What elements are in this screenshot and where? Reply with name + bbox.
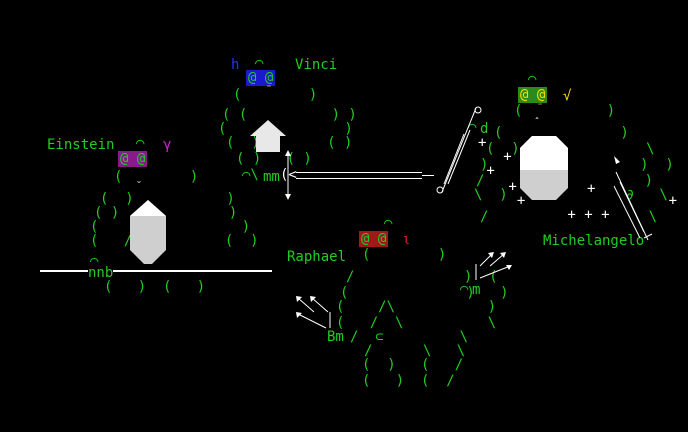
raphael-side-text: m [472, 282, 481, 298]
raphael-body-4: ( /\ ) [336, 299, 497, 315]
michelangelo-left-sword-icon [436, 106, 482, 194]
raphael-name-label: Raphael [287, 249, 347, 265]
einstein-body-3: ( ) ) [94, 205, 238, 221]
michelangelo-body-7: / \ [480, 209, 658, 225]
vinci-body-5: ( ) ( ) [236, 151, 312, 167]
einstein-body-5: ( / ( ) [90, 233, 259, 249]
michelangelo-hand-text: d [480, 121, 489, 137]
raphael-body-8: ( ) ( / [362, 357, 464, 373]
raphael-arrow-icon [296, 296, 331, 329]
einstein-mouth: ˘ [136, 181, 143, 192]
raphael-hair: ⌒ [384, 215, 393, 231]
michelangelo-mark: √ [563, 88, 572, 104]
vinci-foot: ⌒\ [242, 167, 259, 183]
einstein-legs: ( ) ( ) [104, 279, 206, 295]
michelangelo-body-2: ( ) [494, 125, 629, 141]
michelangelo-sparkles-2: + + + + + + [508, 179, 678, 223]
michelangelo-body-1: ( ) [514, 103, 616, 119]
michelangelo-shield-icon [520, 136, 568, 200]
michelangelo-right-sword-icon [613, 156, 653, 241]
michelangelo-body-5: / ) [476, 173, 654, 189]
raphael-body-6: / ⊂ \ [350, 329, 469, 345]
raphael-hand-text: Bm [327, 329, 344, 345]
raphael-side-prefix: ⌒ [460, 281, 469, 297]
vinci-foot-text: mm [263, 169, 280, 185]
einstein-foot: ⌒ [90, 253, 99, 269]
einstein-crest-icon [130, 200, 166, 264]
vinci-shield-icon [250, 120, 286, 152]
michelangelo-hair: ⌒ [528, 71, 537, 87]
michelangelo-body-3: ( ) \ [486, 141, 655, 157]
vinci-hair: ⌒ [255, 55, 264, 71]
vinci-name-label: Vinci [295, 57, 338, 73]
raphael-mark: ι [402, 232, 411, 248]
einstein-ground-line [40, 270, 272, 272]
michelangelo-name-label: Michelangelo [543, 233, 645, 249]
raphael-body-9: ( ) ( / [362, 373, 455, 389]
michelangelo-body-6: \ ) ∂ \ [474, 187, 668, 203]
vinci-body-2: ( ( ) ) [222, 107, 357, 123]
michelangelo-sparkle-r: + [587, 181, 596, 197]
raphael-body-7: / \ \ [364, 343, 466, 359]
raphael-body-1: ( ) [362, 247, 447, 263]
vinci-nose: ¨ [266, 85, 273, 96]
einstein-hair: ⌒ [136, 135, 145, 151]
raphael-body-5: ( / \ \ [336, 315, 497, 331]
einstein-eyes: @ @ [118, 151, 148, 167]
einstein-body-4: ( ) [90, 219, 251, 235]
einstein-body-1: ( ) [114, 169, 199, 185]
michelangelo-eyes: @ @ [518, 87, 548, 103]
einstein-mark: γ [163, 137, 172, 153]
raphael-eyes: @ @ [359, 231, 389, 247]
einstein-name-label: Einstein [47, 137, 115, 153]
vinci-arrow-icon [285, 150, 291, 200]
michelangelo-mouth: ˆ [534, 117, 541, 128]
raphael-body-3: ( ) ) [340, 285, 509, 301]
michelangelo-body-4: ) ) ) [480, 157, 674, 173]
michelangelo-nose: ¨ [537, 103, 544, 114]
einstein-body-2: ( ) ) [100, 191, 235, 207]
vinci-body-1: ( ) [233, 87, 318, 103]
raphael-right-arrow-icon [475, 252, 512, 280]
vinci-body-4: ( ) ( ) [226, 135, 353, 151]
vinci-body-3: ( ) [218, 121, 353, 137]
michelangelo-hand-prefix: ⌒ [468, 119, 477, 135]
raphael-body-2: / ) ( [346, 269, 498, 285]
einstein-ground-text: nnb [88, 265, 114, 281]
vinci-eyes: @ @ [246, 70, 276, 86]
vinci-mark: h [231, 57, 240, 73]
